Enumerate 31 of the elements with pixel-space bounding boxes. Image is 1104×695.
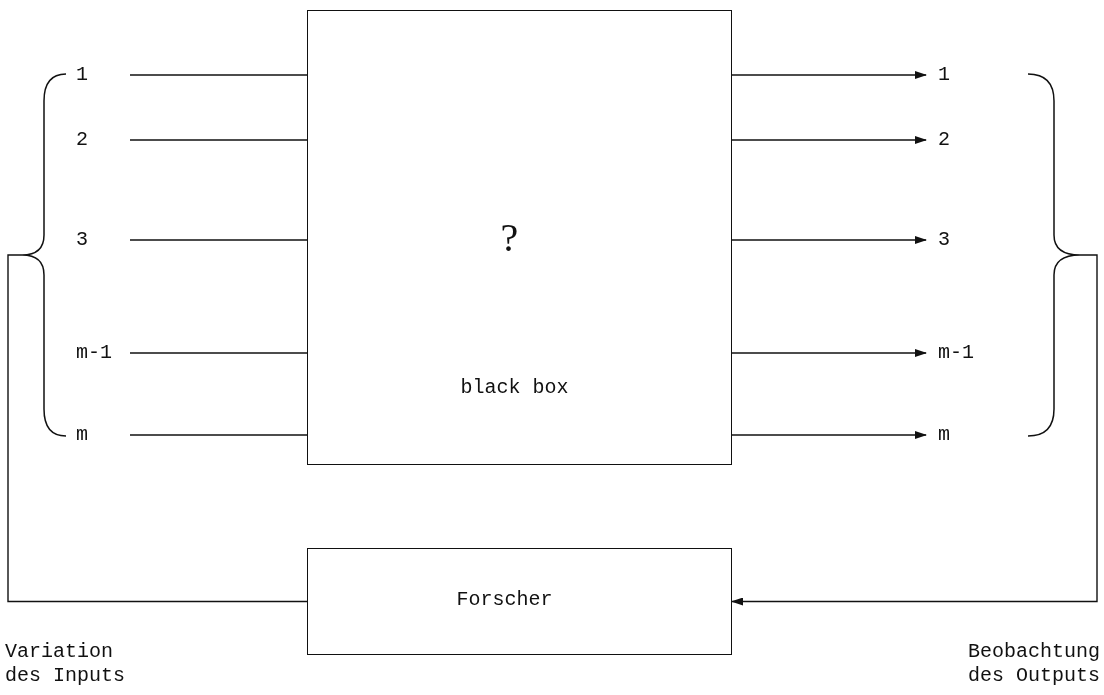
question-mark: ?	[500, 213, 519, 262]
port-label: 3	[76, 228, 88, 252]
connector-line	[7, 254, 308, 603]
box-label: Forscher	[456, 587, 553, 612]
arrow	[731, 349, 927, 357]
curly-brace	[1028, 73, 1080, 437]
arrow	[731, 71, 927, 79]
port-label: m	[938, 423, 950, 447]
note-text: Beobachtung des Outputs	[966, 640, 1100, 688]
port-label: 3	[938, 228, 950, 252]
box-label: black box	[460, 375, 569, 400]
port-label: 2	[938, 128, 950, 152]
connector-line	[129, 139, 308, 141]
connector-line	[129, 239, 308, 241]
process-box	[307, 548, 732, 655]
connector-line	[129, 352, 308, 354]
arrow	[731, 431, 927, 439]
curly-brace	[22, 73, 66, 437]
arrow	[731, 254, 1098, 606]
port-label: 1	[76, 63, 88, 87]
port-label: m	[76, 423, 88, 447]
arrow	[731, 136, 927, 144]
port-label: 1	[938, 63, 950, 87]
connector-line	[129, 74, 308, 76]
note-text: Variation des Inputs	[5, 640, 127, 688]
arrow	[731, 236, 927, 244]
port-label: m-1	[76, 341, 112, 365]
port-label: m-1	[938, 341, 974, 365]
process-box	[307, 10, 732, 465]
port-label: 2	[76, 128, 88, 152]
connector-line	[129, 434, 308, 436]
